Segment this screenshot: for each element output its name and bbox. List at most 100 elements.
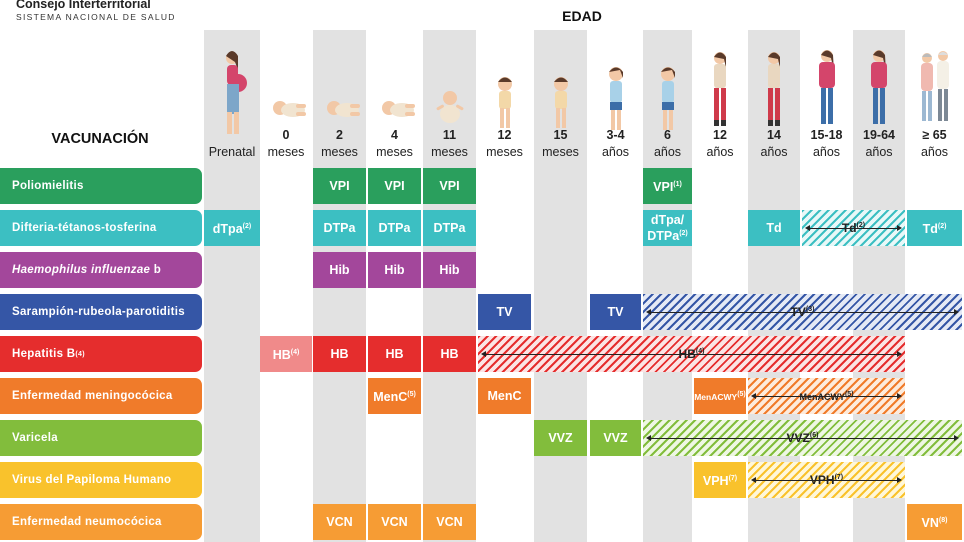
dose-cell-text: DTPa <box>378 221 411 235</box>
dose-cell: MenC <box>478 378 531 414</box>
row-label-footnote: (4) <box>75 350 85 358</box>
range-arrow-line <box>754 480 899 481</box>
dose-cell-content: MenACWY(5) <box>694 388 746 404</box>
dose-cell-text: VPI <box>653 180 674 195</box>
dose-cell: Hib <box>368 252 421 288</box>
column-header: Prenatal <box>202 127 262 161</box>
range-arrow-left <box>805 225 810 231</box>
dose-cell-content: HB <box>330 347 348 361</box>
column-background <box>802 30 851 542</box>
column-age-number: ≥ 65 <box>922 128 947 142</box>
column-age-unit: meses <box>486 145 523 159</box>
dose-cell: VPI <box>368 168 421 204</box>
dose-range: VPH(7) <box>748 462 905 498</box>
dose-cell-content: Td(2) <box>923 220 947 236</box>
dose-cell: TV <box>478 294 531 330</box>
row-label-5: Hepatitis B(4) <box>0 336 202 372</box>
range-arrow-left <box>751 393 756 399</box>
woman-icon <box>859 48 899 141</box>
dose-range: Td(2) <box>802 210 905 246</box>
dose-cell-content: DTPa <box>324 221 356 235</box>
column-background <box>643 30 692 542</box>
row-label-2: Difteria-tétanos-tosferina <box>0 210 202 246</box>
column-age-number: 14 <box>767 128 781 142</box>
dose-cell-content: VPH(7) <box>703 472 737 488</box>
dose-footnote: (2) <box>242 222 252 230</box>
dose-cell: HB <box>423 336 476 372</box>
dose-cell-text: HB <box>440 347 459 361</box>
dose-footnote: (2) <box>679 229 688 237</box>
dose-cell: dTpa/DTPa(2) <box>643 210 692 246</box>
range-label: Td(2) <box>839 221 868 235</box>
column-age-number: 4 <box>391 128 398 142</box>
dose-cell-content: VCN <box>326 515 352 529</box>
column-header: 15 meses <box>532 127 589 161</box>
dose-cell-text: DTPa <box>323 221 356 235</box>
dose-cell-content: HB <box>385 347 403 361</box>
column-age-number: 15-18 <box>810 128 843 142</box>
range-arrow-line <box>649 438 956 439</box>
column-age-number: 3-4 <box>606 128 625 142</box>
baby-icon <box>320 48 360 141</box>
column-age-number: 19-64 <box>863 128 895 142</box>
column-age-unit: meses <box>431 145 468 159</box>
row-label-1: Poliomielitis <box>0 168 202 204</box>
dose-cell: DTPa <box>368 210 421 246</box>
column-background <box>853 30 905 542</box>
row-label-text: Enfermedad meningocócica <box>12 390 173 402</box>
dose-cell: Td <box>748 210 800 246</box>
newborn-icon <box>266 48 306 141</box>
column-age-number: 11 <box>442 128 457 142</box>
dose-cell-text: Td <box>766 221 782 235</box>
range-footnote: (3) <box>805 306 815 313</box>
dose-cell-content: Hib <box>384 263 404 277</box>
dose-footnote: (1) <box>673 180 682 188</box>
dose-cell-text: dTpa/ <box>650 212 685 227</box>
dose-cell-text: TV <box>496 305 513 319</box>
range-label: VPH(7) <box>807 473 846 487</box>
range-label: MenACWY(5) <box>796 391 856 402</box>
range-footnote: (7) <box>834 474 844 481</box>
baby-icon <box>430 48 470 141</box>
dose-footnote: (8) <box>938 516 948 524</box>
girl-icon <box>700 48 740 141</box>
column-age-number: 15 <box>553 128 568 142</box>
column-age-unit: meses <box>542 145 579 159</box>
dose-cell: VN(8) <box>907 504 962 540</box>
dose-cell-text: MenC <box>487 389 522 403</box>
column-age-unit: años <box>760 145 788 159</box>
dose-cell: DTPa <box>423 210 476 246</box>
column-age-number: 0 <box>282 128 290 142</box>
column-background <box>590 30 641 542</box>
row-label-text: Poliomielitis <box>12 180 84 192</box>
range-label-text: Td <box>841 221 857 235</box>
dose-cell: VCN <box>423 504 476 540</box>
column-background <box>534 30 587 542</box>
dose-cell: TV <box>590 294 641 330</box>
dose-cell-text: Hib <box>329 263 350 277</box>
dose-cell-text: HB <box>272 348 291 363</box>
column-age-unit: Prenatal <box>208 145 256 159</box>
range-label-text: VPH <box>809 473 835 487</box>
dose-cell-text: DTPa <box>433 221 466 235</box>
range-label: TV(3) <box>788 305 818 319</box>
dose-cell-text: MenACWY <box>694 391 738 402</box>
range-label-text: VVZ <box>786 431 810 445</box>
dose-cell-text: VCN <box>381 515 408 529</box>
dose-cell-content: Hib <box>439 263 459 277</box>
dose-cell: MenC(5) <box>368 378 421 414</box>
dose-footnote: (2) <box>937 222 947 230</box>
row-label-text: Virus del Papiloma Humano <box>12 474 172 486</box>
dose-cell: HB(4) <box>260 336 312 372</box>
dose-cell-text: TV <box>607 305 624 319</box>
boy-icon <box>754 48 794 141</box>
dose-cell-content: VCN <box>436 515 462 529</box>
column-age-unit: años <box>653 145 682 159</box>
column-background <box>694 30 746 542</box>
range-arrow-left <box>751 477 756 483</box>
